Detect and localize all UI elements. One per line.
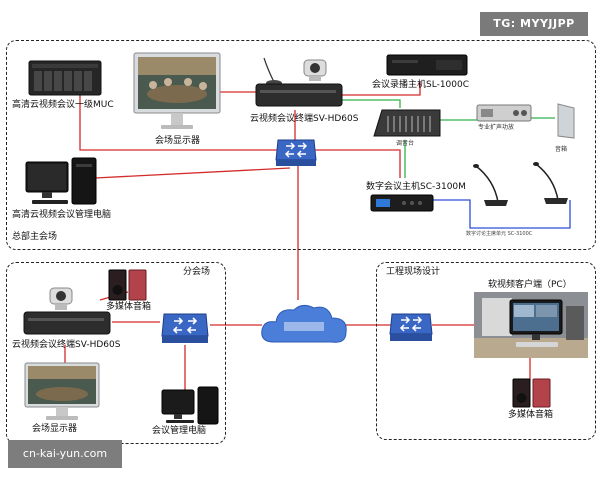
branch-mgmt-pc-label: 会议管理电脑 [152, 426, 207, 436]
main-switch-icon [275, 139, 317, 166]
link-host-mics [430, 199, 571, 229]
zone-site-label: 工程现场设计 [386, 267, 441, 277]
gooseneck-mic-icon [533, 162, 568, 204]
terminal-label: 云视频会议终端SV-HD60S [250, 114, 359, 124]
main-display-label: 会场显示器 [155, 136, 201, 146]
site-client-label: 软视频客户端（PC） [488, 280, 572, 290]
zone-main-label: 总部主会场 [12, 232, 58, 242]
recorder-icon [386, 54, 468, 76]
branch-mgmt-pc-icon [161, 386, 219, 425]
mixer-icon [373, 109, 441, 137]
branch-display-label: 会场显示器 [32, 424, 78, 434]
zone-branch-label: 分会场 [183, 267, 211, 277]
main-mgmt-pc-icon [25, 157, 97, 205]
amplifier-icon [476, 104, 532, 122]
branch-speaker-icon [108, 269, 147, 301]
branch-terminal-label: 云视频会议终端SV-HD60S [12, 340, 121, 350]
cloud-icon [261, 304, 347, 343]
soft-client-pc-icon [474, 292, 588, 358]
link-terminal-recorder [340, 82, 421, 96]
branch-speaker-label: 多媒体音箱 [106, 302, 152, 312]
link-terminal-mixer [340, 99, 401, 108]
branch-display-icon [24, 362, 100, 420]
recorder-label: 会议录播主机SL-1000C [372, 80, 470, 90]
conference-host-icon [370, 194, 434, 212]
link-mcu-switch [79, 92, 285, 151]
branch-terminal-icon [23, 287, 111, 335]
site-switch-icon [389, 313, 433, 341]
main-mgmt-pc-label: 高清云视频会议管理电脑 [12, 210, 112, 220]
link-switch-host [310, 149, 401, 178]
mcu-label: 高清云视频会议一级MUC [12, 100, 114, 110]
speaker-icon [557, 103, 575, 139]
mic-unit-label: 数字讨论主席单元 SC-3100C [466, 231, 533, 237]
site-speaker-icon [512, 378, 551, 408]
link-pc-switch [94, 167, 291, 179]
mixer-label: 调音台 [396, 140, 415, 147]
watermark-badge: cn-kai-yun.com [8, 440, 122, 468]
gooseneck-mic-icon [473, 164, 508, 206]
zone-site [376, 262, 596, 440]
branch-switch-icon [161, 313, 209, 343]
zone-main [6, 40, 596, 250]
speaker-label: 音箱 [555, 146, 568, 153]
amplifier-label: 专业扩声功放 [478, 124, 515, 131]
site-speaker-label: 多媒体音箱 [508, 410, 554, 420]
main-display-icon [133, 52, 221, 129]
conference-host-label: 数字会议主机SC-3100M [366, 182, 466, 192]
tg-badge: TG: MYYJJPP [480, 12, 588, 36]
video-terminal-icon [255, 57, 343, 107]
mcu-chassis-icon [28, 60, 102, 96]
